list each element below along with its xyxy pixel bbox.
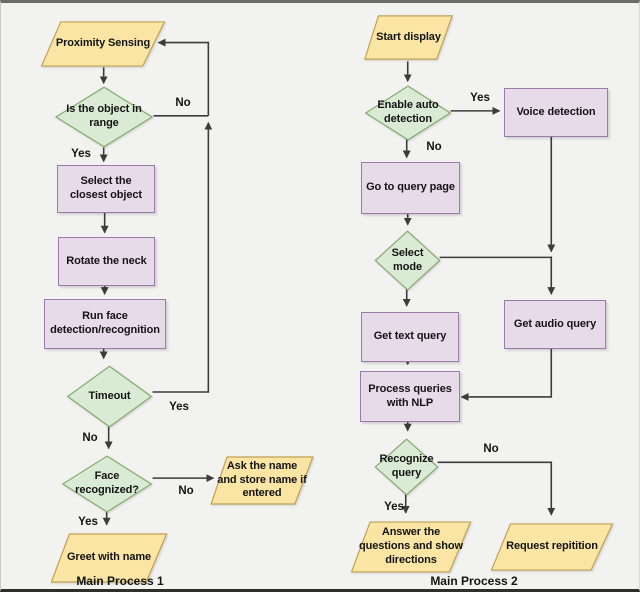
node-face-recognized: Face recognized? [61,455,153,513]
node-timeout: Timeout [66,365,153,428]
edge-label-auto-no: No [426,141,442,153]
parallelogram-shape [39,21,167,67]
node-get-audio-query: Get audio query [504,300,606,349]
node-label: Get text query [373,330,447,343]
node-label: Process queries with NLP [368,382,452,409]
node-go-to-query-page: Go to query page [361,162,460,214]
edge-label-timeout-no: No [82,432,98,444]
edge-label-auto-yes: Yes [470,92,490,104]
edge-label-range-no: No [175,97,191,109]
node-label: Greet with name [66,551,152,564]
node-label: Go to query page [366,181,455,194]
edge-timeout-yes-up [152,121,213,393]
node-get-text-query: Get text query [361,312,459,362]
node-label: Voice detection [516,105,596,118]
connector-layer [99,38,556,526]
node-label: Timeout [88,389,131,402]
parallelogram-shape [489,523,615,571]
diamond-shape [61,455,153,513]
parallelogram-shape [49,533,169,583]
node-label: Answer the questions and show directions [359,526,463,566]
node-start-display: Start display [363,15,454,60]
node-answer-questions: Answer the questions and show directions [349,521,473,573]
node-greet-with-name: Greet with name [49,533,169,583]
diamond-shape [374,438,439,496]
edge-loop-to-proximity [157,38,210,116]
node-select-closest-object: Select the closest object [57,165,155,213]
edge-recognize-no [437,461,556,516]
edge-getaudio-to-nlp [460,343,553,401]
node-object-in-range: Is the object in range [54,86,154,148]
caption-main-process-2: Main Process 2 [430,574,518,588]
parallelogram-shape [363,15,454,60]
diamond-shape [374,230,441,291]
node-recognize-query: Recognize query [374,438,439,496]
node-voice-detection: Voice detection [504,88,608,137]
edge-label-range-yes: Yes [71,148,91,160]
node-request-repetition: Request repitition [489,523,615,571]
node-process-queries-nlp: Process queries with NLP [360,371,460,422]
node-label: Request repitition [506,540,598,553]
node-label: Select the closest object [70,175,142,201]
node-label: Rotate the neck [66,254,147,267]
node-label: Recognize query [379,453,434,479]
edge-label-face-yes: Yes [78,516,98,528]
node-ask-name: Ask the name and store name if entered [209,456,315,505]
node-proximity-sensing: Proximity Sensing [39,21,167,67]
node-enable-auto-detection: Enable auto detection [364,85,452,141]
node-select-mode: Select mode [374,230,441,291]
node-label: Ask the name and store name if entered [217,459,307,500]
node-label: Proximity Sensing [55,37,151,50]
node-label: Enable auto detection [377,99,439,125]
parallelogram-shape [349,521,473,573]
node-label: Get audio query [513,317,597,330]
node-label: Start display [376,30,441,43]
edge-label-recognize-yes: Yes [384,501,404,513]
edge-label-timeout-yes: Yes [169,401,189,413]
node-label: Is the object in range [66,103,142,129]
diamond-shape [54,86,154,148]
node-rotate-neck: Rotate the neck [58,237,155,286]
diamond-shape [364,85,452,141]
node-run-face-detection: Run face detection/recognition [44,299,166,349]
parallelogram-shape [209,456,315,505]
node-label: Face recognized? [75,470,139,496]
caption-main-process-1: Main Process 1 [76,574,164,588]
edge-label-face-no: No [178,485,194,497]
node-label: Run face detection/recognition [50,310,160,336]
diamond-shape [66,365,153,428]
node-label: Select mode [391,246,424,273]
edge-label-recognize-no: No [483,443,499,455]
